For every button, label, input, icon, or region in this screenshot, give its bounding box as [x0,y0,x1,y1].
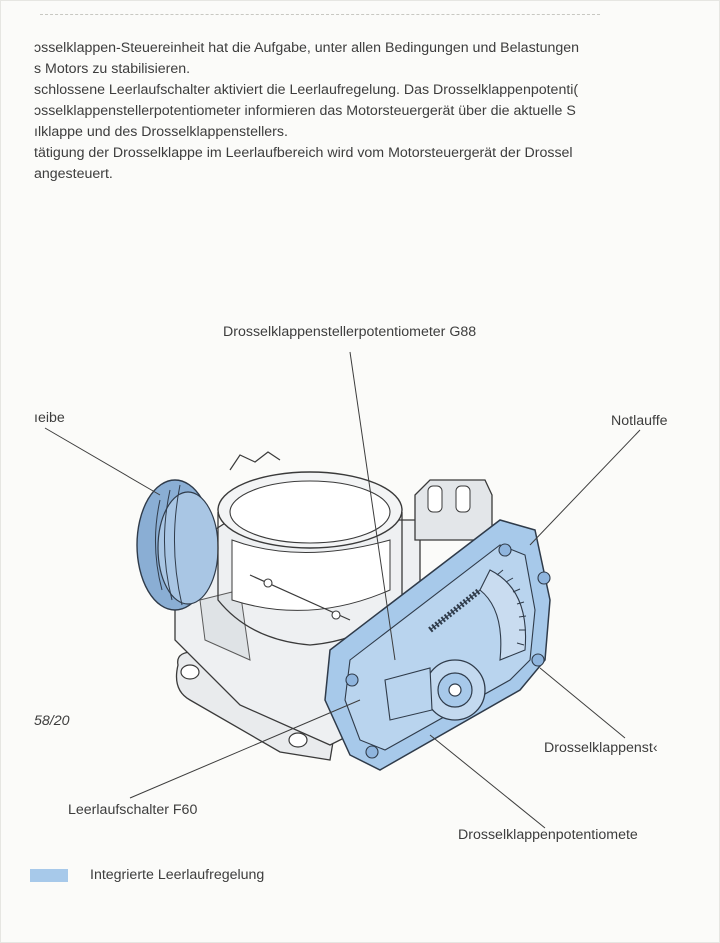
paragraph-line: angesteuert. [34,166,113,182]
idle-switch-body [384,667,433,721]
leader-scheibe [44,427,161,496]
flange-bolt-hole [180,664,200,680]
label-g88: Drosselklappenstellerpotentiometer G88 [223,324,477,340]
paragraph-line: ɔsselklappenstellerpotentiometer informi… [34,103,576,119]
legend-swatch [30,869,68,882]
paragraph-line: schlossene Leerlaufschalter aktiviert di… [34,82,579,98]
housing-screw [365,745,379,759]
connector-plug [414,479,493,541]
leader-stellerpot [539,667,626,739]
pulley-groove-line [174,484,183,606]
gear-teeth [496,569,527,646]
label-f60: Leerlaufschalter F60 [68,802,198,818]
leader-g88 [349,351,396,661]
pulley-groove-line [155,499,163,591]
top-rule [40,14,600,16]
housing-screw [345,673,359,687]
paragraph-line: ılklappe und des Drosselklappenstellers. [34,124,288,140]
connector-pin [427,485,443,513]
return-spring-axis [429,589,481,631]
connector-pin [455,485,471,513]
label-notlauf: Notlauffe [611,413,668,429]
paragraph-line: tätigung der Drosselklappe im Leerlaufbe… [34,145,573,161]
paragraph-line: ɔsselklappen-Steuereinheit hat die Aufga… [34,40,580,56]
potentiometer-shaft [448,683,462,697]
leader-notlauf [529,429,641,546]
bore-opening [229,480,391,544]
body-paragraph: ɔsselklappen-Steuereinheit hat die Aufga… [34,38,720,185]
legend-label: Integrierte Leerlaufregelung [90,867,265,883]
leader-f60 [129,699,361,799]
housing-screw [531,653,545,667]
housing-screw [498,543,512,557]
housing-shading [199,589,251,661]
shaft-screw [331,610,341,620]
leader-klappenpot [429,734,546,829]
figure-number: 58/20 [34,713,70,729]
leader-lines [44,351,641,829]
flange-bolt-hole [288,732,308,748]
gear-segment [479,569,527,661]
housing-screw [537,571,551,585]
throttle-plate [231,539,391,611]
shaft-screw [263,578,273,588]
label-klappenpot: Drosselklappenpotentiomete [458,827,638,843]
paragraph-line: s Motors zu stabilisieren. [34,61,191,77]
pulley-groove-line [163,489,173,601]
housing-fin [229,451,281,471]
label-stellerpot: Drosselklappenst‹ [544,740,658,756]
label-scheibe: ıeibe [34,410,65,426]
